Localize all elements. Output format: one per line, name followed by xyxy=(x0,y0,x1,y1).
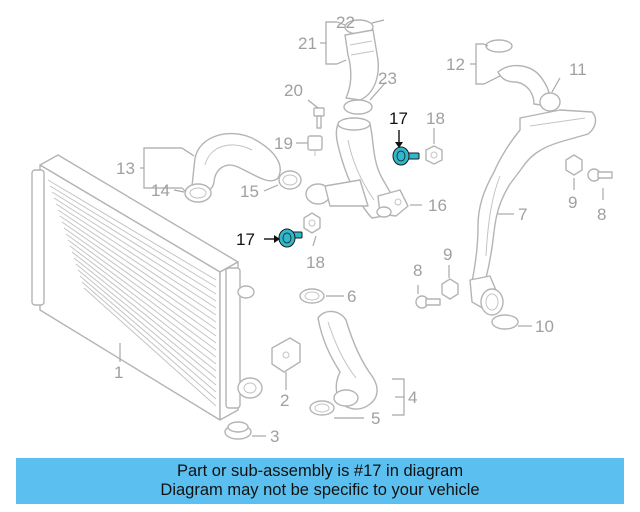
bolt-17-upper xyxy=(392,146,420,166)
callout-9-right: 9 xyxy=(568,193,577,212)
bolt-8-lower xyxy=(415,295,441,309)
bolt-17-lower xyxy=(278,228,303,248)
callout-16: 16 xyxy=(428,196,447,215)
callout-18-top: 18 xyxy=(426,109,445,128)
callout-12: 12 xyxy=(446,55,465,74)
callout-7: 7 xyxy=(518,205,527,224)
intercooler-core xyxy=(31,154,263,421)
callout-15: 15 xyxy=(240,182,259,201)
callout-5: 5 xyxy=(371,409,380,428)
callout-20: 20 xyxy=(284,81,303,100)
callout-8-right: 8 xyxy=(597,205,606,224)
lower-charge-hose xyxy=(309,310,378,416)
callout-23: 23 xyxy=(378,69,397,88)
callout-9-lower: 9 xyxy=(443,245,452,264)
sensor-19 xyxy=(307,135,323,156)
leader-lines xyxy=(119,19,604,437)
nut-9-right xyxy=(565,154,583,176)
nut-18-top xyxy=(425,145,443,165)
hose-clamp-6 xyxy=(299,288,325,304)
callout-8-lower: 8 xyxy=(413,261,422,280)
hose-clamp-15 xyxy=(278,170,302,190)
callout-18-mid: 18 xyxy=(306,253,325,272)
charge-hose-right xyxy=(469,39,597,330)
callout-1: 1 xyxy=(114,363,123,382)
parts-diagram: 1 2 3 4 5 6 7 8 8 9 9 10 11 12 13 14 15 … xyxy=(31,13,613,446)
callout-17-lower: 17 xyxy=(236,230,255,249)
mounting-bracket xyxy=(271,337,301,373)
callout-17-upper: 17 xyxy=(389,109,408,128)
banner-line-part: Part or sub-assembly is #17 in diagram xyxy=(176,462,464,480)
callout-4: 4 xyxy=(408,388,417,407)
screw-20 xyxy=(313,107,325,129)
info-banner: Part or sub-assembly is #17 in diagram D… xyxy=(16,458,624,504)
bolt-8-right xyxy=(587,168,613,182)
charge-hose-left xyxy=(184,132,281,203)
callout-19: 19 xyxy=(274,134,293,153)
callout-6: 6 xyxy=(347,287,356,306)
callout-10: 10 xyxy=(535,317,554,336)
nut-18-mid xyxy=(303,212,321,234)
callout-3: 3 xyxy=(270,427,279,446)
charge-pipe-center xyxy=(305,19,409,219)
callout-14: 14 xyxy=(151,181,170,200)
banner-line-disclaimer: Diagram may not be specific to your vehi… xyxy=(160,481,480,499)
callout-11: 11 xyxy=(569,60,587,79)
drain-plug xyxy=(224,421,252,440)
callout-22: 22 xyxy=(336,13,355,32)
callout-13: 13 xyxy=(116,159,135,178)
nut-9-lower xyxy=(441,278,459,300)
callout-2: 2 xyxy=(280,391,289,410)
callout-21: 21 xyxy=(298,34,317,53)
